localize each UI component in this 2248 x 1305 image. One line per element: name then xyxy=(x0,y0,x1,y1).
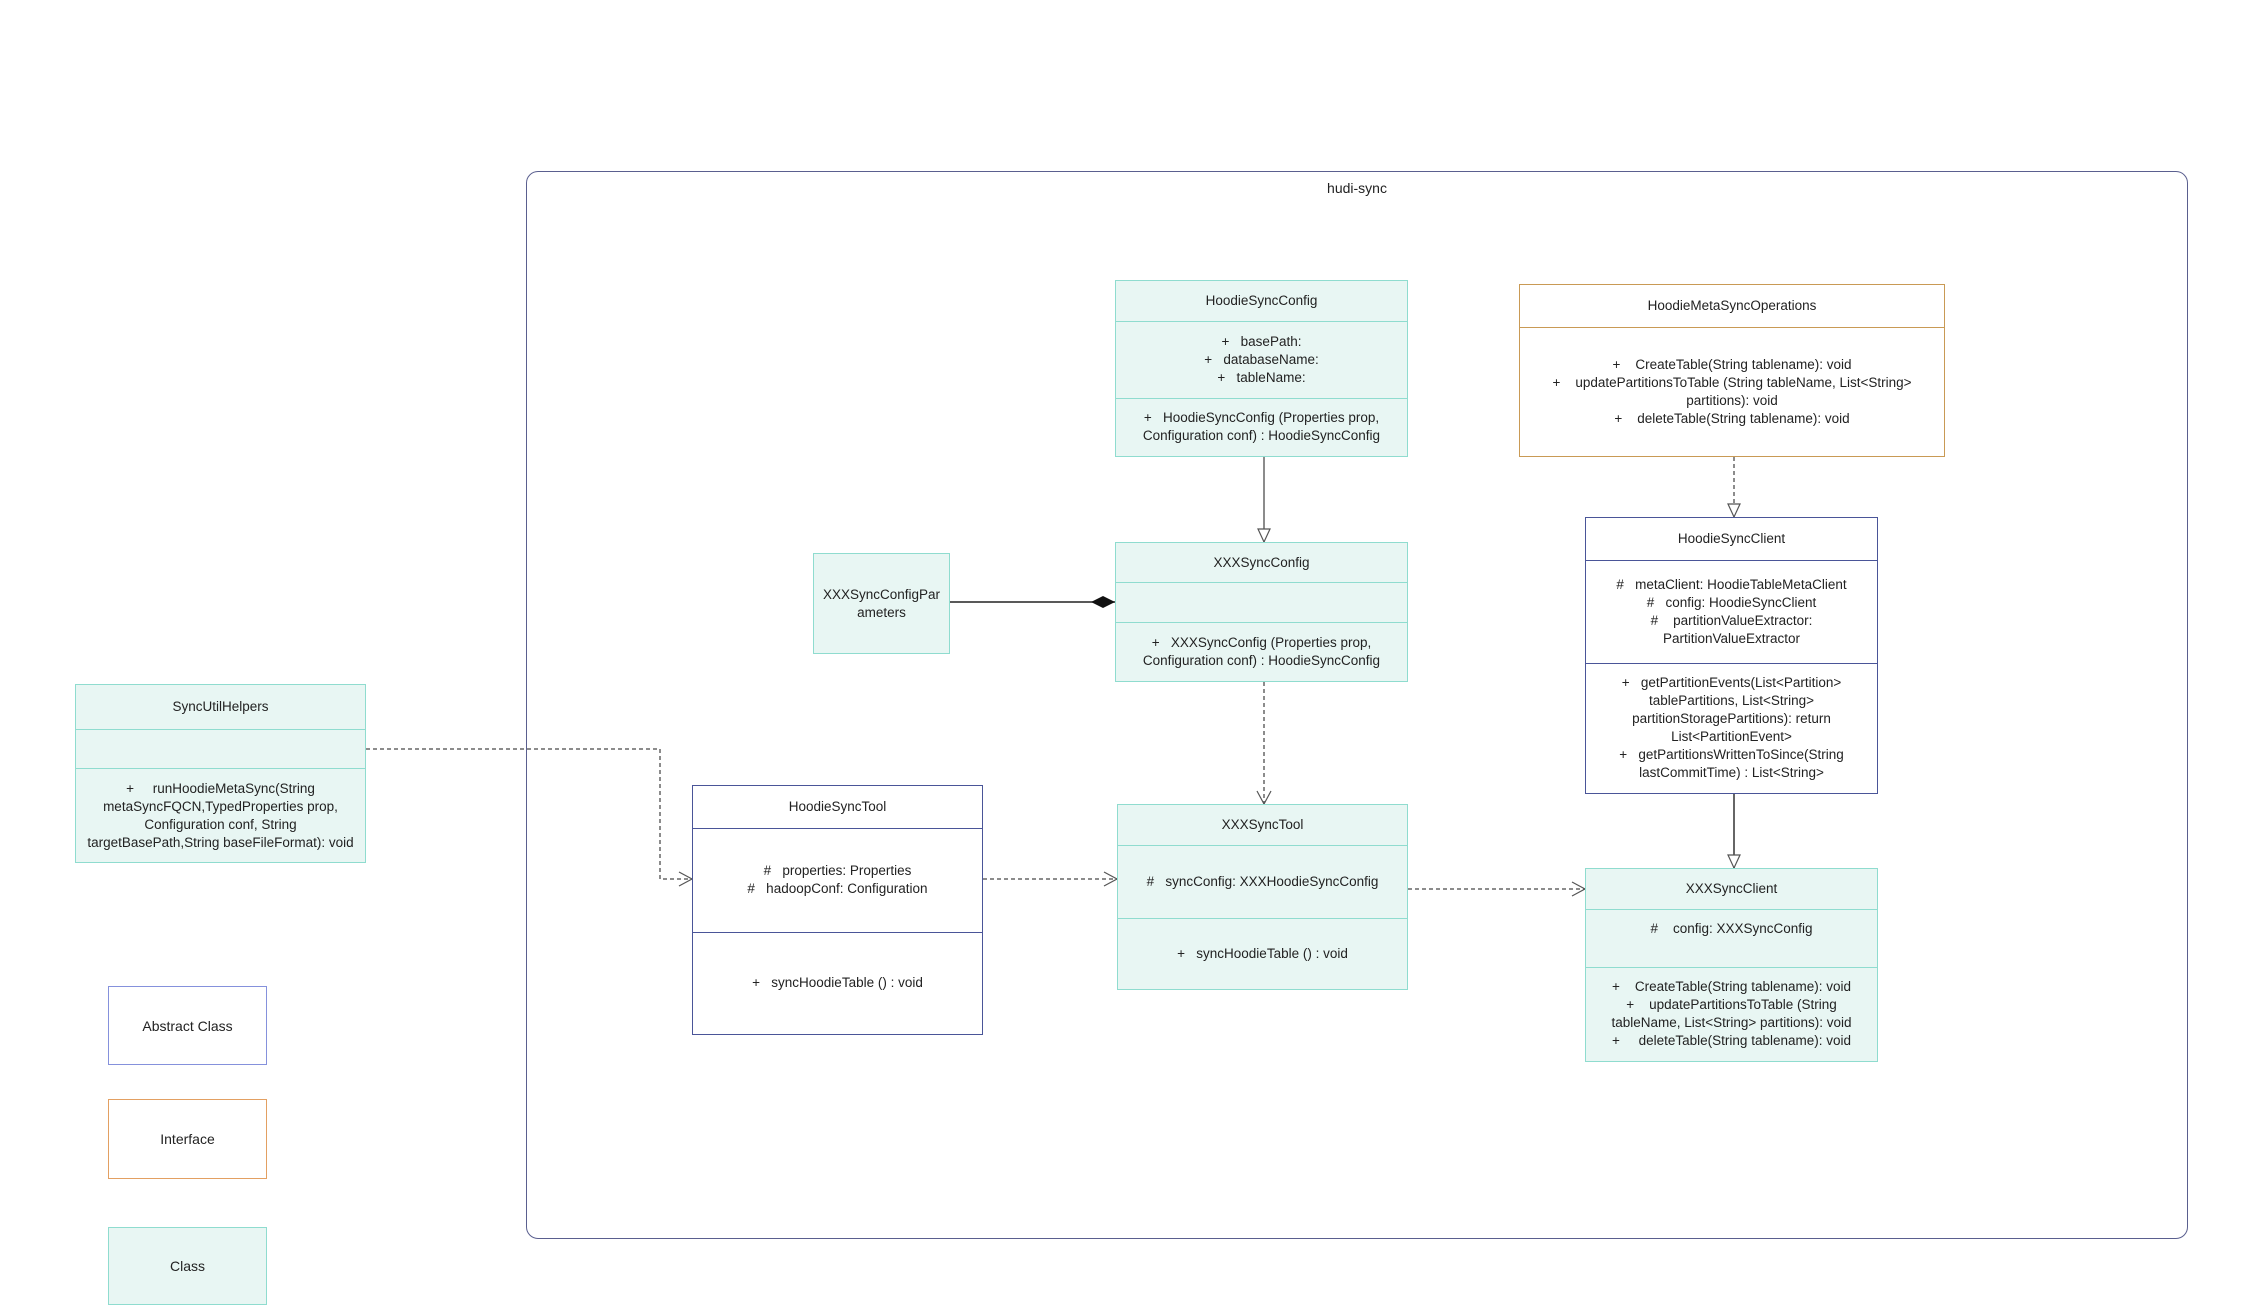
attributes-line: PartitionValueExtractor xyxy=(1662,630,1801,646)
class-name: XXXSyncConfig xyxy=(1213,554,1310,570)
attributes-section xyxy=(76,728,365,769)
box-label-line: XXXSyncConfigPar xyxy=(822,586,941,602)
class-name: SyncUtilHelpers xyxy=(172,698,269,714)
attributes-line: # syncConfig: XXXHoodieSyncConfig xyxy=(1146,873,1379,889)
hoodie-meta-sync-operations-interface[interactable]: HoodieMetaSyncOperations + CreateTable(St… xyxy=(1519,284,1945,457)
methods-line: List<PartitionEvent> xyxy=(1671,729,1792,745)
attributes-line: # metaClient: HoodieTableMetaClient xyxy=(1616,576,1847,592)
attributes-line: # config: XXXSyncConfig xyxy=(1650,921,1813,937)
package-title: hudi-sync xyxy=(1327,180,1387,196)
methods-line: + XXXSyncConfig (Properties prop, xyxy=(1151,634,1372,650)
methods-section: + getPartitionEvents(List<Partition> tabl… xyxy=(1586,662,1877,793)
methods-section: + syncHoodieTable () : void xyxy=(693,931,982,1034)
methods-line: metaSyncFQCN,TypedProperties prop, xyxy=(103,798,338,814)
attributes-line: # hadoopConf: Configuration xyxy=(747,881,928,897)
methods-line: lastCommitTime) : List<String> xyxy=(1639,765,1824,781)
package-hudi-sync: hudi-sync xyxy=(526,171,2188,1239)
methods-section: + HoodieSyncConfig (Properties prop, Conf… xyxy=(1116,397,1407,456)
class-name: HoodieSyncTool xyxy=(788,798,887,814)
methods-line: + CreateTable(String tablename): void xyxy=(1612,356,1852,372)
legend-interface: Interface xyxy=(108,1099,267,1179)
hoodie-sync-tool-abstract[interactable]: HoodieSyncTool# properties: Properties# … xyxy=(692,785,983,1035)
methods-section: + runHoodieMetaSync(String metaSyncFQCN,T… xyxy=(76,768,365,862)
methods-section: + syncHoodieTable () : void xyxy=(1118,917,1407,989)
methods-line: + getPartitionEvents(List<Partition> xyxy=(1621,675,1842,691)
methods-line: + deleteTable(String tablename): void xyxy=(1611,1033,1851,1049)
methods-line: + getPartitionsWrittenToSince(String xyxy=(1619,747,1844,763)
xxx-sync-config-parameters-class[interactable]: XXXSyncConfigPar ameters xyxy=(813,553,950,654)
box-label-line: ameters xyxy=(857,604,906,620)
methods-line: + syncHoodieTable () : void xyxy=(1177,945,1348,961)
methods-line: Configuration conf) : HoodieSyncConfig xyxy=(1142,428,1381,444)
class-name: XXXSyncTool xyxy=(1221,816,1304,832)
legend-class: Class xyxy=(108,1227,267,1305)
methods-line: + HoodieSyncConfig (Properties prop, xyxy=(1143,410,1380,426)
hoodie-sync-client-abstract[interactable]: HoodieSyncClient # metaClient: HoodieTabl… xyxy=(1585,517,1878,794)
methods-line: Configuration conf) : HoodieSyncConfig xyxy=(1142,652,1381,668)
sync-util-helpers-class[interactable]: SyncUtilHelpers + runHoodieMetaSync(Strin… xyxy=(75,684,366,863)
methods-section: + CreateTable(String tablename): void + u… xyxy=(1586,966,1877,1061)
methods-line: targetBasePath,String baseFileFormat): v… xyxy=(87,834,354,850)
class-name: XXXSyncClient xyxy=(1685,880,1778,896)
methods-line: + runHoodieMetaSync(String xyxy=(126,780,315,796)
attributes-line: + basePath: xyxy=(1221,333,1302,349)
legend-abstract: Abstract Class xyxy=(108,986,267,1065)
methods-line: + syncHoodieTable () : void xyxy=(752,975,923,991)
methods-line: Configuration conf, String xyxy=(144,816,297,832)
methods-line: + CreateTable(String tablename): void xyxy=(1612,979,1851,995)
attributes-section: # properties: Properties # hadoopConf: Co… xyxy=(693,827,982,932)
xxx-sync-config-class[interactable]: XXXSyncConfig + XXXSyncConfig (Properties… xyxy=(1115,542,1408,682)
methods-section: + XXXSyncConfig (Properties prop, Configu… xyxy=(1116,621,1407,681)
attributes-section: # syncConfig: XXXHoodieSyncConfig xyxy=(1118,844,1407,918)
class-name: HoodieMetaSyncOperations xyxy=(1647,297,1817,313)
attributes-line: # properties: Properties xyxy=(763,863,912,879)
methods-line: + updatePartitionsToTable (String tableN… xyxy=(1552,374,1912,390)
attributes-line: + tableName: xyxy=(1217,369,1306,385)
methods-section: + CreateTable(String tablename): void + u… xyxy=(1520,326,1944,456)
methods-line: partitionStoragePartitions): return xyxy=(1632,711,1831,727)
box-label-section: XXXSyncConfigPar ameters xyxy=(814,554,949,653)
methods-line: + deleteTable(String tablename): void xyxy=(1614,410,1850,426)
attributes-section: # metaClient: HoodieTableMetaClient # con… xyxy=(1586,559,1877,663)
xxx-sync-tool-class[interactable]: XXXSyncTool # syncConfig: XXXHoodieSyncCo… xyxy=(1117,804,1408,990)
methods-line: partitions): void xyxy=(1686,392,1778,408)
methods-line: + updatePartitionsToTable (String xyxy=(1626,997,1837,1013)
xxx-sync-client-class[interactable]: XXXSyncClient # config: XXXSyncConfig + Cr… xyxy=(1585,868,1878,1062)
dependency-helpers-tool xyxy=(366,748,694,887)
attributes-line: # partitionValueExtractor: xyxy=(1650,612,1813,628)
attributes-section: + basePath: + databaseName: + tableName: xyxy=(1116,320,1407,398)
class-name: HoodieSyncClient xyxy=(1677,530,1786,546)
hoodie-sync-config-class[interactable]: HoodieSyncConfig + basePath: + databaseNam… xyxy=(1115,280,1408,457)
methods-line: tablePartitions, List<String> xyxy=(1648,693,1815,709)
attributes-section: # config: XXXSyncConfig xyxy=(1586,908,1877,967)
methods-line: tableName, List<String> partitions): voi… xyxy=(1611,1015,1852,1031)
attributes-line: # config: HoodieSyncClient xyxy=(1646,594,1817,610)
class-name: HoodieSyncConfig xyxy=(1205,292,1318,308)
attributes-section xyxy=(1116,582,1407,621)
attributes-line: + databaseName: xyxy=(1204,351,1319,367)
